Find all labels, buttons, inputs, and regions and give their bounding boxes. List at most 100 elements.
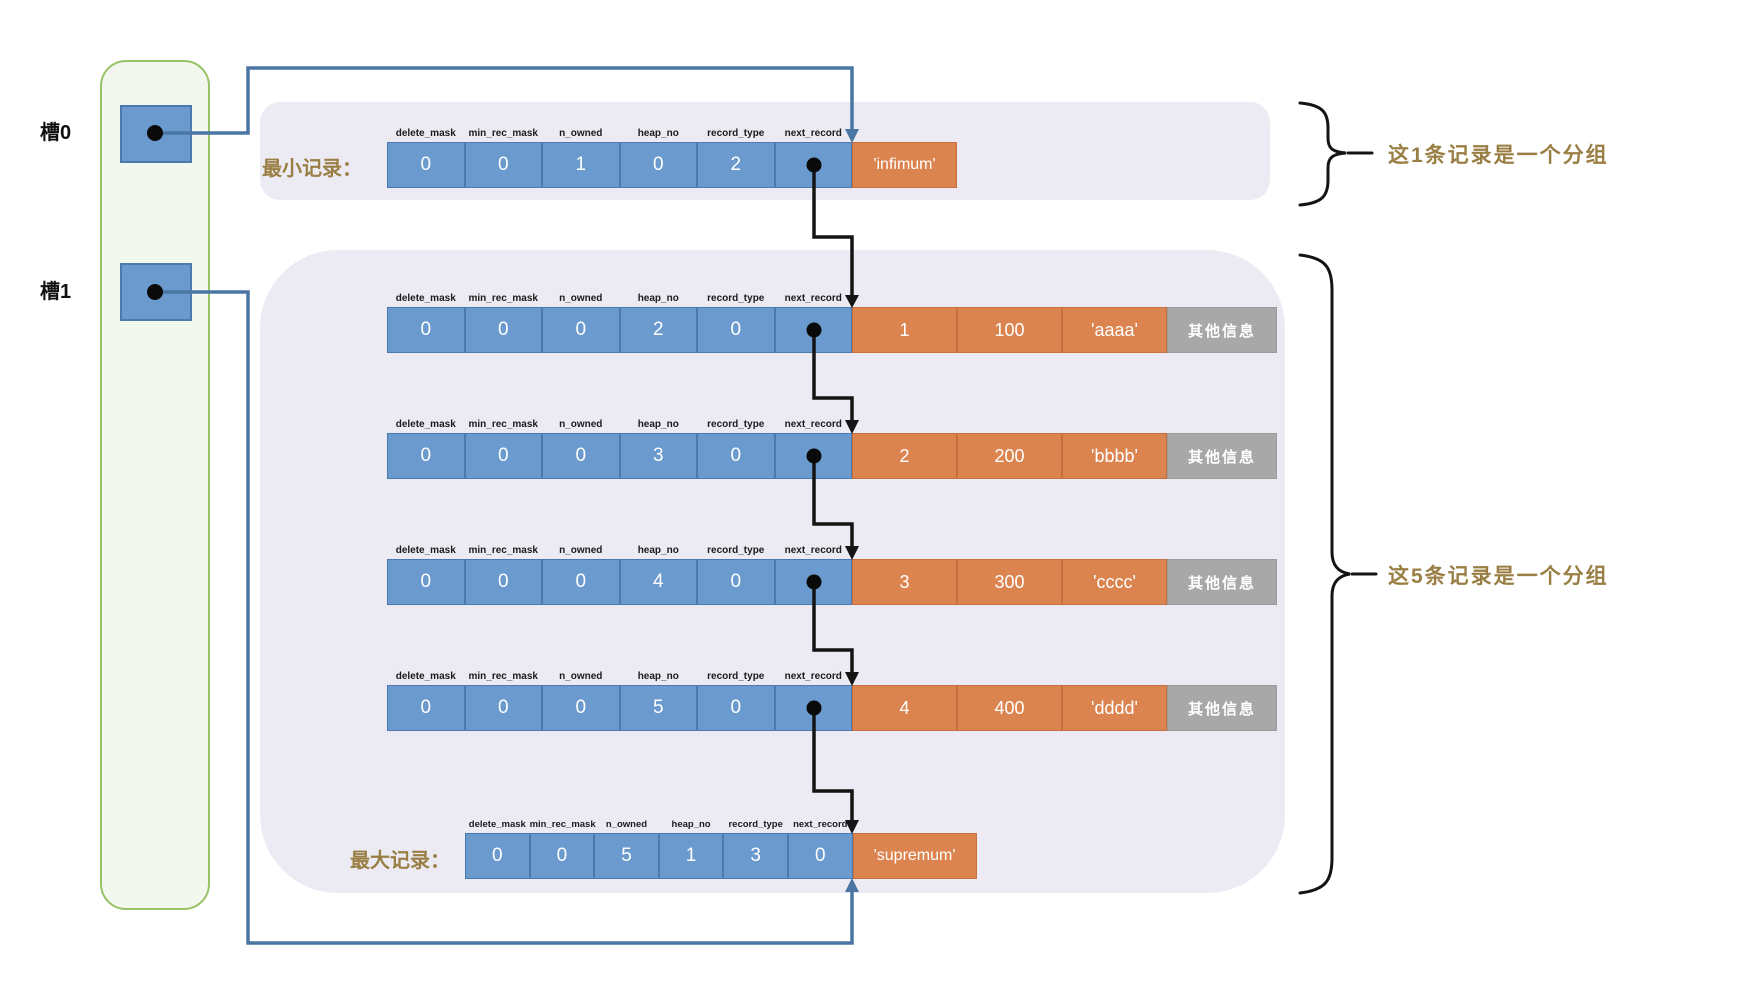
slot0-label: 槽0 xyxy=(40,122,72,144)
field-cell-delete-mask: 0 xyxy=(387,142,465,188)
payload-cell-infimum: 'infimum' xyxy=(852,142,957,188)
record2-headers: delete_mask min_rec_mask n_owned heap_no… xyxy=(387,418,852,432)
data-cell-value: 300 xyxy=(957,559,1062,605)
field-cell-min-rec-mask: 0 xyxy=(464,433,542,479)
data-cell-text: 'bbbb' xyxy=(1062,433,1167,479)
header-next-record: next_record xyxy=(784,671,842,682)
group-annotation-bottom: 这5条记录是一个分组 xyxy=(1388,565,1609,588)
header-n-owned: n_owned xyxy=(559,293,603,304)
max-record-row: 0 0 5 1 3 0 'supremum' xyxy=(465,833,977,879)
field-cell-heap-no: 5 xyxy=(619,685,697,731)
field-cell-n-owned: 0 xyxy=(542,307,620,353)
data-cell-text: 'dddd' xyxy=(1062,685,1167,731)
record-row-2: 0 0 0 3 0 2 200 'bbbb' 其他信息 xyxy=(387,433,1277,479)
record4-headers: delete_mask min_rec_mask n_owned heap_no… xyxy=(387,670,852,684)
header-heap-no: heap_no xyxy=(637,419,679,430)
field-cell-min-rec-mask: 0 xyxy=(464,559,542,605)
field-cell-record-type: 0 xyxy=(697,307,775,353)
header-n-owned: n_owned xyxy=(605,819,648,830)
header-min-rec-mask: min_rec_mask xyxy=(468,545,539,556)
field-cell-n-owned: 0 xyxy=(542,433,620,479)
data-cell-key: 3 xyxy=(852,559,957,605)
header-delete-mask: delete_mask xyxy=(395,545,456,556)
slot1-square xyxy=(120,263,192,321)
field-cell-delete-mask: 0 xyxy=(387,559,465,605)
record3-headers: delete_mask min_rec_mask n_owned heap_no… xyxy=(387,544,852,558)
header-delete-mask: delete_mask xyxy=(395,671,456,682)
field-cell-record-type: 0 xyxy=(697,685,775,731)
header-next-record: next_record xyxy=(784,293,842,304)
max-record-headers: delete_mask min_rec_mask n_owned heap_no… xyxy=(465,818,853,832)
field-cell-heap-no: 3 xyxy=(619,433,697,479)
brace-bottom xyxy=(1298,253,1378,895)
min-record-row: 0 0 1 0 2 'infimum' xyxy=(387,142,957,188)
header-heap-no: heap_no xyxy=(637,128,679,139)
header-record-type: record_type xyxy=(728,819,783,830)
header-n-owned: n_owned xyxy=(559,545,603,556)
header-heap-no: heap_no xyxy=(637,545,679,556)
header-delete-mask: delete_mask xyxy=(395,128,456,139)
field-cell-delete-mask: 0 xyxy=(387,685,465,731)
max-record-label: 最大记录： xyxy=(350,850,450,872)
data-cell-text: 'aaaa' xyxy=(1062,307,1167,353)
min-record-label: 最小记录： xyxy=(262,158,362,180)
field-cell-min-rec-mask: 0 xyxy=(464,685,542,731)
header-n-owned: n_owned xyxy=(559,671,603,682)
header-delete-mask: delete_mask xyxy=(468,819,526,830)
record-row-1: 0 0 0 2 0 1 100 'aaaa' 其他信息 xyxy=(387,307,1277,353)
header-heap-no: heap_no xyxy=(671,819,711,830)
data-cell-key: 4 xyxy=(852,685,957,731)
header-delete-mask: delete_mask xyxy=(395,419,456,430)
header-record-type: record_type xyxy=(707,419,765,430)
field-cell-heap-no: 0 xyxy=(619,142,697,188)
field-cell-delete-mask: 0 xyxy=(387,433,465,479)
header-next-record: next_record xyxy=(784,419,842,430)
header-min-rec-mask: min_rec_mask xyxy=(468,293,539,304)
header-min-rec-mask: min_rec_mask xyxy=(529,819,596,830)
record-row-3: 0 0 0 4 0 3 300 'cccc' 其他信息 xyxy=(387,559,1277,605)
header-min-rec-mask: min_rec_mask xyxy=(468,671,539,682)
payload-cell-supremum: 'supremum' xyxy=(852,833,977,879)
data-cell-key: 1 xyxy=(852,307,957,353)
field-cell-min-rec-mask: 0 xyxy=(464,142,542,188)
field-cell-next-record xyxy=(774,433,852,479)
field-cell-n-owned: 0 xyxy=(542,685,620,731)
field-cell-delete-mask: 0 xyxy=(465,833,530,879)
data-cell-value: 200 xyxy=(957,433,1062,479)
header-heap-no: heap_no xyxy=(637,293,679,304)
header-n-owned: n_owned xyxy=(559,419,603,430)
field-cell-next-record xyxy=(774,685,852,731)
field-cell-delete-mask: 0 xyxy=(387,307,465,353)
field-cell-n-owned: 0 xyxy=(542,559,620,605)
field-cell-min-rec-mask: 0 xyxy=(464,307,542,353)
field-cell-next-record: 0 xyxy=(787,833,853,879)
header-min-rec-mask: min_rec_mask xyxy=(468,128,539,139)
header-min-rec-mask: min_rec_mask xyxy=(468,419,539,430)
header-record-type: record_type xyxy=(707,293,765,304)
record1-headers: delete_mask min_rec_mask n_owned heap_no… xyxy=(387,292,852,306)
min-record-headers: delete_mask min_rec_mask n_owned heap_no… xyxy=(387,127,852,141)
data-cell-value: 400 xyxy=(957,685,1062,731)
other-info-cell: 其他信息 xyxy=(1167,433,1277,479)
header-record-type: record_type xyxy=(707,671,765,682)
field-cell-record-type: 2 xyxy=(697,142,775,188)
header-record-type: record_type xyxy=(707,545,765,556)
header-heap-no: heap_no xyxy=(637,671,679,682)
data-cell-text: 'cccc' xyxy=(1062,559,1167,605)
record-row-4: 0 0 0 5 0 4 400 'dddd' 其他信息 xyxy=(387,685,1277,731)
other-info-cell: 其他信息 xyxy=(1167,559,1277,605)
group-annotation-top: 这1条记录是一个分组 xyxy=(1388,144,1609,167)
slot-directory-panel xyxy=(100,60,210,910)
field-cell-next-record xyxy=(774,307,852,353)
data-cell-value: 100 xyxy=(957,307,1062,353)
slot1-label: 槽1 xyxy=(40,281,72,303)
data-cell-key: 2 xyxy=(852,433,957,479)
other-info-cell: 其他信息 xyxy=(1167,307,1277,353)
header-next-record: next_record xyxy=(793,819,848,830)
header-next-record: next_record xyxy=(784,128,842,139)
slot0-square xyxy=(120,105,192,163)
field-cell-heap-no: 2 xyxy=(619,307,697,353)
field-cell-record-type: 0 xyxy=(697,433,775,479)
field-cell-next-record xyxy=(774,559,852,605)
